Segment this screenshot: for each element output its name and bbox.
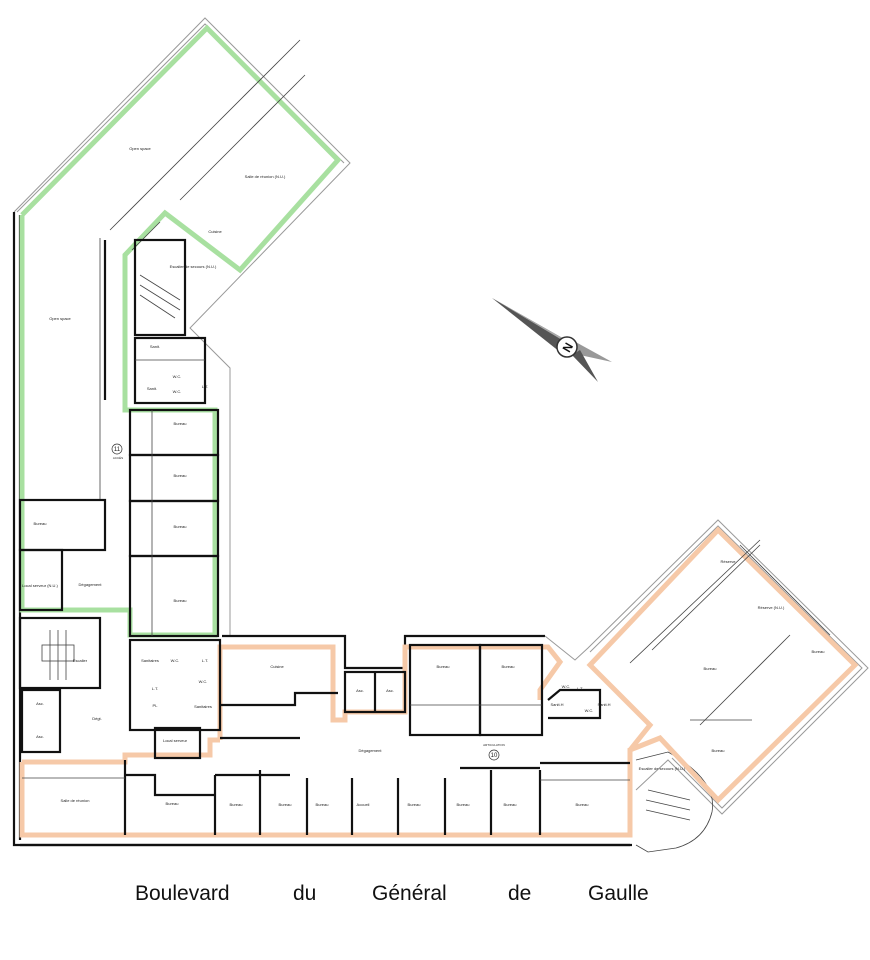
level-marker-11: 11 ACCÈS xyxy=(111,443,123,460)
room-label: Escalier de secours (N.U.) xyxy=(170,264,217,269)
zone-outline-floor-10 xyxy=(19,526,859,838)
room-label: W.C. xyxy=(562,684,571,689)
building-outline xyxy=(12,17,869,853)
room-label: Bureau xyxy=(457,802,470,807)
room-label: Sanit. xyxy=(147,386,157,391)
room-label: Bureau xyxy=(504,802,517,807)
room-label: Asc. xyxy=(356,688,364,693)
room-label: L.T. xyxy=(152,686,158,691)
room-label: Bureau xyxy=(166,801,179,806)
room-label: Bureau xyxy=(279,802,292,807)
room-label: Bureau xyxy=(712,748,725,753)
room-label: Bureau xyxy=(174,473,187,478)
room-label: Salle de réunion (N.U.) xyxy=(245,174,286,179)
room-label: Local serveur xyxy=(163,738,188,743)
room-label: W.C. xyxy=(173,389,182,394)
room-label: Sanit.H xyxy=(597,702,610,707)
room-label: Bureau xyxy=(812,649,825,654)
room-label: L.T. xyxy=(202,384,208,389)
room-label: Escalier xyxy=(73,658,88,663)
room-label: W.C. xyxy=(585,708,594,713)
interior-walls xyxy=(18,39,831,835)
zone-outline-floor-10-top xyxy=(22,737,220,765)
room-label: Bureau xyxy=(408,802,421,807)
room-label: Asc. xyxy=(36,701,44,706)
room-label: Bureau xyxy=(437,664,450,669)
room-label: Dégagement xyxy=(79,582,103,587)
level-caption: ARTICULATION xyxy=(483,743,505,747)
street-word: Général xyxy=(372,882,447,905)
room-label: Dégt. xyxy=(92,716,102,721)
room-label: Bureau xyxy=(502,664,515,669)
room-label: Cuisine xyxy=(208,229,222,234)
north-arrow-icon: N xyxy=(492,298,612,382)
room-label: W.C. xyxy=(171,658,180,663)
room-label: PL xyxy=(153,703,159,708)
room-label: Bureau xyxy=(174,524,187,529)
street-word: de xyxy=(508,882,532,905)
room-label: Bureau xyxy=(174,598,187,603)
room-label: Bureau xyxy=(316,802,329,807)
street-word: Boulevard xyxy=(135,882,230,905)
room-label: Sanitaires xyxy=(141,658,159,663)
level-caption: ACCÈS xyxy=(113,455,123,460)
room-label: Sanit. xyxy=(150,344,160,349)
stairs xyxy=(41,274,691,821)
room-label: Salle de réunion xyxy=(61,798,90,803)
level-number: 10 xyxy=(491,753,498,759)
room-label: Bureau xyxy=(704,666,717,671)
street-word: Gaulle xyxy=(588,882,649,905)
room-label: Réserve xyxy=(721,559,737,564)
room-label: Asc. xyxy=(386,688,394,693)
room-label: Cuisine xyxy=(270,664,284,669)
room-label: Bureau xyxy=(34,521,47,526)
room-label: Accueil xyxy=(357,802,370,807)
room-label: Open space xyxy=(49,316,71,321)
street-word: du xyxy=(293,882,317,905)
zone-outline-floor-10-rooms xyxy=(217,644,564,740)
room-label: Dégagement xyxy=(359,748,383,753)
room-label: Sanit.H xyxy=(550,702,563,707)
room-label: Escalier de secours (N.U.) xyxy=(639,766,686,771)
room-label: L.T. xyxy=(202,658,208,663)
zone-outline-floor-11 xyxy=(19,24,342,638)
level-number: 11 xyxy=(114,447,121,453)
room-label: Asc. xyxy=(36,734,44,739)
room-label: L.T. xyxy=(577,686,583,691)
room-label: Sanitaires xyxy=(194,704,212,709)
room-label: Bureau xyxy=(576,802,589,807)
room-label: Réserve (N.U.) xyxy=(758,605,785,610)
room-label: Local serveur (N.U.) xyxy=(22,583,58,588)
room-label: Bureau xyxy=(174,421,187,426)
level-marker-10: 10 ARTICULATION xyxy=(483,743,505,761)
room-label: Open space xyxy=(129,146,151,151)
room-label: W.C. xyxy=(173,374,182,379)
room-label: Bureau xyxy=(230,802,243,807)
room-label: W.C. xyxy=(199,679,208,684)
